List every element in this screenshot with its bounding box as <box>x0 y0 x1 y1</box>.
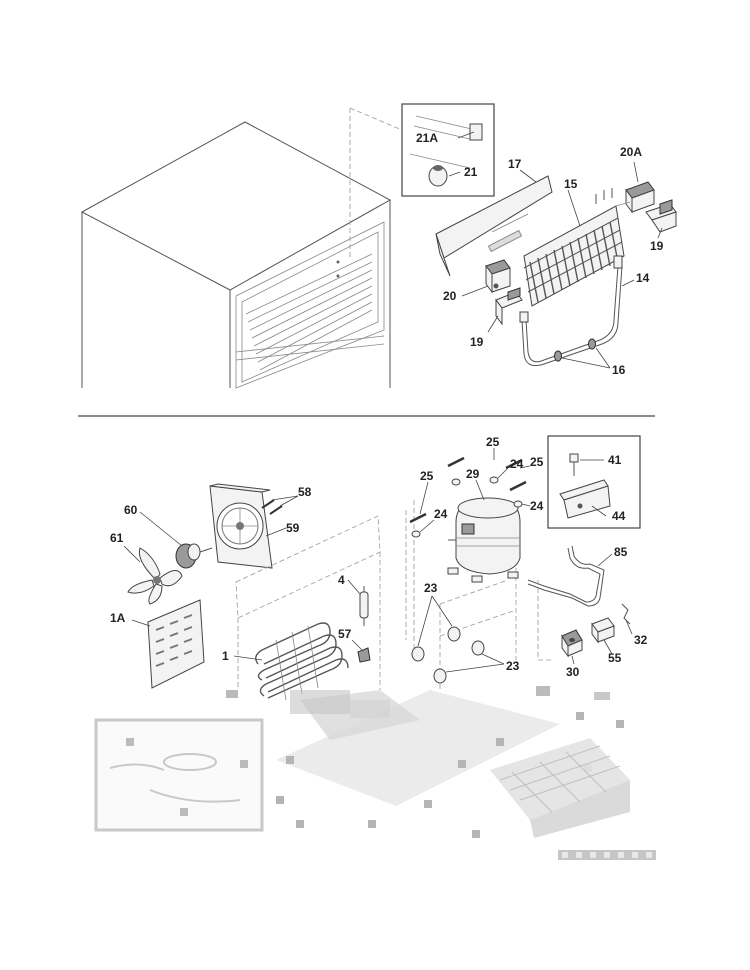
evaporator-coil <box>523 188 625 307</box>
inset-box-41 <box>547 435 641 529</box>
defrost-heater <box>519 255 623 367</box>
condenser <box>255 622 349 701</box>
cover-32 <box>621 603 631 625</box>
filter-drier <box>359 586 369 626</box>
callout-85: 85 <box>614 545 628 559</box>
callout-25-left: 25 <box>420 469 434 483</box>
compressor-clips <box>409 456 527 538</box>
callout-32: 32 <box>634 633 648 647</box>
callout-4: 4 <box>338 573 345 587</box>
fan-motor <box>175 543 213 569</box>
callout-30: 30 <box>566 665 580 679</box>
fan-shroud <box>209 483 273 569</box>
callout-16: 16 <box>612 363 626 377</box>
callout-55: 55 <box>608 651 622 665</box>
overload-30 <box>561 629 583 658</box>
callout-23-bottom: 23 <box>506 659 520 673</box>
callout-25-right: 25 <box>530 455 544 469</box>
evaporator-cover <box>435 175 553 277</box>
bracket-19-right <box>645 199 677 233</box>
callout-59: 59 <box>286 521 300 535</box>
pixelated-area <box>94 686 656 860</box>
callout-60: 60 <box>124 503 138 517</box>
cabinet <box>80 121 392 389</box>
compressor <box>447 497 521 583</box>
callout-58: 58 <box>298 485 312 499</box>
callout-44: 44 <box>612 509 626 523</box>
callout-24-top: 24 <box>510 457 524 471</box>
heater-clips <box>554 338 596 362</box>
clip-57 <box>357 647 371 663</box>
callout-21A: 21A <box>416 131 438 145</box>
callout-19-left: 19 <box>470 335 484 349</box>
callout-41: 41 <box>608 453 622 467</box>
callout-17: 17 <box>508 157 522 171</box>
callout-25-top: 25 <box>486 435 500 449</box>
callout-1: 1 <box>222 649 229 663</box>
callout-24-left: 24 <box>434 507 448 521</box>
defrost-terminator-20 <box>485 259 511 294</box>
callout-29: 29 <box>466 467 480 481</box>
callout-20: 20 <box>443 289 457 303</box>
bracket-19-left <box>495 287 523 326</box>
screws-58 <box>261 499 283 515</box>
callout-57: 57 <box>338 627 352 641</box>
callout-20A: 20A <box>620 145 642 159</box>
callout-24-right: 24 <box>530 499 544 513</box>
defrost-terminator-20A <box>615 181 655 214</box>
tube-85 <box>527 545 605 607</box>
callout-23-top: 23 <box>424 581 438 595</box>
callout-14: 14 <box>636 271 650 285</box>
callout-15: 15 <box>564 177 578 191</box>
callout-1A: 1A <box>110 611 126 625</box>
grommets <box>411 626 485 684</box>
callout-21: 21 <box>464 165 478 179</box>
callout-61: 61 <box>110 531 124 545</box>
louver-panel <box>147 599 205 689</box>
callout-19-right: 19 <box>650 239 664 253</box>
relay-55 <box>591 617 615 644</box>
inset-box-21 <box>401 103 495 197</box>
fan-blade <box>127 547 183 605</box>
